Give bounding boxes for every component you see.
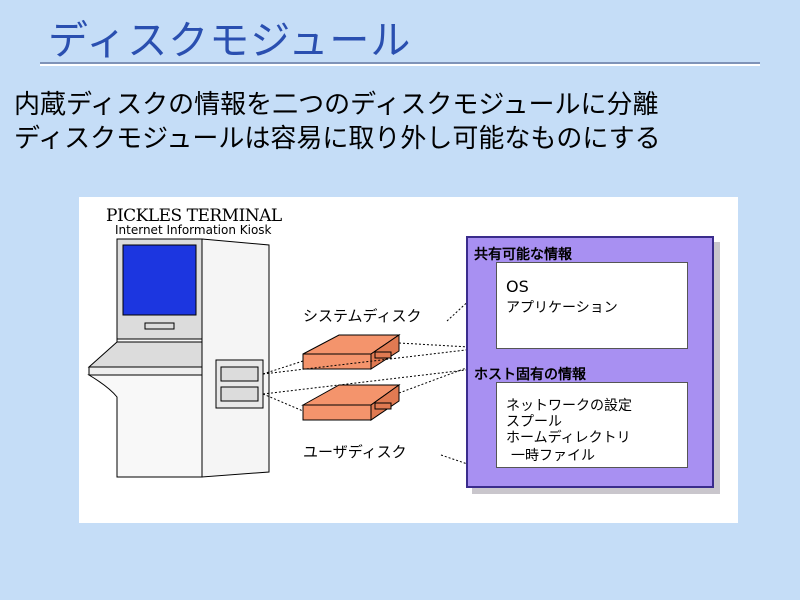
slide-title: ディスクモジュール: [48, 8, 411, 66]
kiosk-terminal: [89, 239, 269, 477]
kiosk-screen-slot: [145, 323, 174, 329]
kiosk-keyboard-shelf: [89, 342, 202, 367]
shared-info-heading: 共有可能な情報: [474, 244, 572, 264]
host-info-box: ネットワークの設定 スプール ホームディレクトリ 一時ファイル: [496, 382, 688, 468]
shared-info-item: アプリケーション: [506, 297, 618, 317]
disk-content-panel: 共有可能な情報 OS アプリケーション ホスト固有の情報 ネットワークの設定 ス…: [466, 236, 714, 488]
shared-info-box: OS アプリケーション: [496, 262, 688, 349]
title-underline: [40, 62, 760, 64]
user-disk-module: [303, 385, 399, 420]
host-info-item: 一時ファイル: [511, 445, 595, 465]
shared-info-item: OS: [506, 277, 529, 296]
kiosk-subtitle: Internet Information Kiosk: [115, 223, 272, 237]
host-info-item: ホームディレクトリ: [506, 427, 631, 447]
kiosk-shelf-front: [89, 367, 202, 375]
kiosk-drive-slot-2: [221, 387, 258, 401]
kiosk-screen: [123, 245, 196, 315]
bullet-line-2: ディスクモジュールは容易に取り外し可能なものにする: [14, 118, 661, 155]
kiosk-base-curve: [89, 375, 202, 477]
host-info-heading: ホスト固有の情報: [474, 364, 586, 384]
kiosk-side: [202, 239, 269, 477]
system-disk-label: システムディスク: [303, 305, 422, 326]
disk-module-diagram: PICKLES TERMINAL Internet Information Ki…: [79, 197, 738, 523]
user-disk-label: ユーザディスク: [303, 441, 407, 462]
bullet-line-1: 内蔵ディスクの情報を二つのディスクモジュールに分離: [14, 84, 659, 121]
kiosk-drive-slot-1: [221, 367, 258, 381]
